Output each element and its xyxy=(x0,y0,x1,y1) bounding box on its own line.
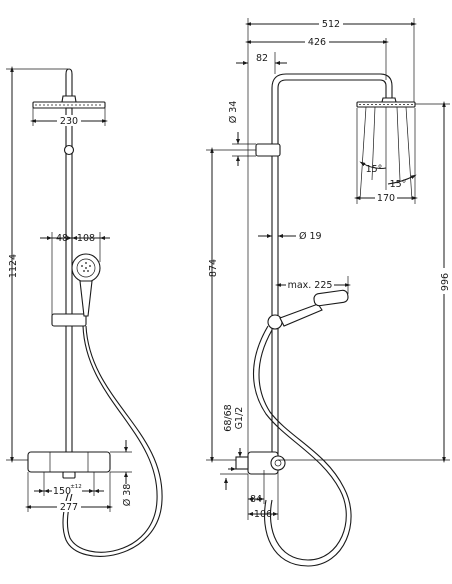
side-hose xyxy=(252,325,347,561)
front-thermostat-mixer xyxy=(27,451,111,473)
side-view: 15° 15° 512 426 82 xyxy=(206,18,451,567)
front-top-riser xyxy=(65,68,73,97)
dim-slider-travel: 874 xyxy=(208,259,219,277)
dim-rail-diameter-19: Ø 19 xyxy=(299,231,322,242)
side-head-connector xyxy=(381,97,397,103)
dim-arm-projection: 426 xyxy=(308,37,326,48)
front-hand-shower-handle xyxy=(79,280,93,317)
front-slider xyxy=(51,313,87,327)
front-hose xyxy=(62,325,163,557)
dim-rail-diameter-34: Ø 34 xyxy=(228,101,239,124)
dim-head-width-front: 230 xyxy=(60,116,78,127)
dim-spout-distance: 150 xyxy=(53,486,71,497)
dim-connection-spacing: 68/68 xyxy=(223,404,234,431)
dim-hand-offset: 48 xyxy=(56,233,68,244)
dim-overall-height: 1124 xyxy=(8,254,19,278)
dim-hand-width: 108 xyxy=(77,233,95,244)
side-head-shower xyxy=(356,101,416,108)
side-hand-shower-handle xyxy=(279,303,323,327)
dim-head-diameter: 170 xyxy=(377,193,395,204)
dim-mixer-width: 277 xyxy=(60,502,78,513)
dim-wall-clearance: 82 xyxy=(256,53,268,64)
dim-mixer-depth-front: Ø 38 xyxy=(122,484,133,507)
side-hand-shower-head xyxy=(313,289,349,307)
dim-mixer-depth-106: 106 xyxy=(254,509,272,520)
side-rail-bracket xyxy=(255,143,281,157)
side-hand-slider xyxy=(267,314,283,330)
side-wall-connector xyxy=(235,456,249,470)
dim-mixer-depth-84: 84 xyxy=(250,494,262,505)
dim-total-projection: 512 xyxy=(322,19,340,30)
dim-thread: G1/2 xyxy=(234,407,245,430)
front-rail xyxy=(65,107,73,461)
dim-tilt-left: 15° xyxy=(366,164,383,175)
front-rail-joint xyxy=(63,144,75,156)
dim-head-height-side: 996 xyxy=(440,273,451,291)
dim-hand-max-reach: max. 225 xyxy=(288,280,333,291)
dim-tilt-right: 15° xyxy=(390,179,407,190)
dim-spout-tolerance: ±12 xyxy=(70,484,82,490)
front-view: 1124 230 48 108 Ø 38 150 ±12 xyxy=(6,66,163,557)
front-mixer-spout xyxy=(62,471,76,479)
front-hand-shower-nozzles xyxy=(81,262,91,272)
side-mixer-knob xyxy=(270,455,286,471)
front-head-connector xyxy=(61,95,77,103)
